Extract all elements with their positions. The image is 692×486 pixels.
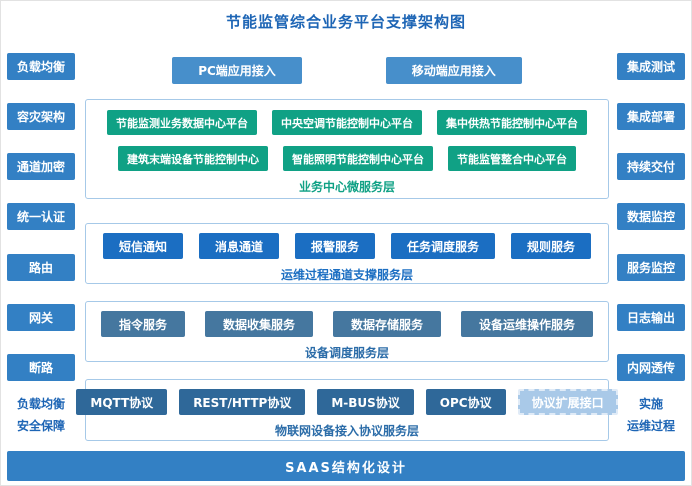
device-box: 数据存储服务 [333, 311, 442, 337]
mobile-access-box: 移动端应用接入 [385, 57, 522, 84]
right-sidebar-caption: 实施 运维过程 [617, 393, 685, 437]
right-sidebar-item: 日志输出 [617, 303, 685, 331]
business-box: 智能照明节能控制中心平台 [283, 146, 433, 171]
device-box: 设备运维操作服务 [461, 311, 594, 337]
left-sidebar-item: 容灾架构 [7, 103, 75, 131]
right-sidebar-item: 集成测试 [617, 53, 685, 80]
right-sidebar-item: 持续交付 [617, 153, 685, 181]
left-sidebar: 负载均衡 容灾架构 通道加密 统一认证 路由 网关 断路 [7, 53, 75, 381]
iot-protocol-layer: MQTT协议 REST/HTTP协议 M-BUS协议 OPC协议 协议扩展接口 … [76, 379, 618, 441]
right-sidebar: 集成测试 集成部署 持续交付 数据监控 服务监控 日志输出 内网透传 [617, 53, 685, 381]
right-sidebar-item: 数据监控 [617, 203, 685, 231]
protocol-extension-box: 协议扩展接口 [517, 389, 618, 415]
page-title: 节能监管综合业务平台支撑架构图 [225, 13, 466, 31]
channel-row: 短信通知 消息通道 报警服务 任务调度服务 规则服务 [86, 233, 608, 259]
layer-label: 物联网设备接入协议服务层 [274, 424, 419, 438]
channel-box: 报警服务 [294, 233, 375, 259]
device-row: 指令服务 数据收集服务 数据存储服务 设备运维操作服务 [86, 311, 608, 337]
left-sidebar-item: 通道加密 [7, 153, 75, 181]
protocol-box: OPC协议 [425, 389, 506, 415]
right-sidebar-item: 集成部署 [617, 103, 685, 131]
right-caption-line: 实施 [638, 397, 663, 411]
left-sidebar-item: 断路 [7, 353, 75, 381]
business-row: 建筑末端设备节能控制中心 智能照明节能控制中心平台 节能监管整合中心平台 [86, 146, 608, 171]
business-row: 节能监测业务数据中心平台 中央空调节能控制中心平台 集中供热节能控制中心平台 [86, 110, 608, 135]
device-box: 指令服务 [100, 311, 185, 337]
layer-label: 设备调度服务层 [304, 346, 389, 360]
protocol-box: M-BUS协议 [317, 389, 414, 415]
channel-box: 任务调度服务 [391, 233, 496, 259]
left-sidebar-item: 统一认证 [7, 203, 75, 231]
channel-box: 规则服务 [511, 233, 592, 259]
business-box: 建筑末端设备节能控制中心 [118, 146, 268, 171]
layer-label: 运维过程通道支撑服务层 [280, 268, 413, 282]
channel-box: 短信通知 [102, 233, 183, 259]
business-box: 集中供热节能控制中心平台 [437, 110, 587, 135]
device-box: 数据收集服务 [204, 311, 313, 337]
right-caption-line: 运维过程 [626, 419, 675, 433]
business-box: 中央空调节能控制中心平台 [272, 110, 422, 135]
business-box: 节能监测业务数据中心平台 [107, 110, 257, 135]
right-sidebar-item: 内网透传 [617, 353, 685, 381]
protocol-box: REST/HTTP协议 [179, 389, 306, 415]
left-caption-line: 负载均衡 [16, 397, 65, 411]
pc-access-box: PC端应用接入 [172, 57, 302, 84]
device-dispatch-layer: 指令服务 数据收集服务 数据存储服务 设备运维操作服务 设备调度服务层 [85, 301, 609, 362]
access-row: PC端应用接入 移动端应用接入 [85, 57, 609, 84]
right-sidebar-item: 服务监控 [617, 253, 685, 281]
left-caption-line: 安全保障 [16, 419, 65, 433]
protocol-box: MQTT协议 [76, 389, 168, 415]
protocol-row: MQTT协议 REST/HTTP协议 M-BUS协议 OPC协议 协议扩展接口 [76, 389, 618, 415]
layer-label: 业务中心微服务层 [298, 180, 395, 194]
left-sidebar-caption: 负载均衡 安全保障 [7, 393, 75, 437]
left-sidebar-item: 负载均衡 [7, 53, 75, 80]
business-box: 节能监管整合中心平台 [448, 146, 576, 171]
channel-box: 消息通道 [198, 233, 279, 259]
business-microservice-layer: 节能监测业务数据中心平台 中央空调节能控制中心平台 集中供热节能控制中心平台 建… [85, 99, 609, 199]
left-sidebar-item: 路由 [7, 253, 75, 281]
footer-bar: SAAS结构化设计 [7, 451, 685, 481]
channel-support-layer: 短信通知 消息通道 报警服务 任务调度服务 规则服务 运维过程通道支撑服务层 [85, 223, 609, 284]
left-sidebar-item: 网关 [7, 303, 75, 331]
